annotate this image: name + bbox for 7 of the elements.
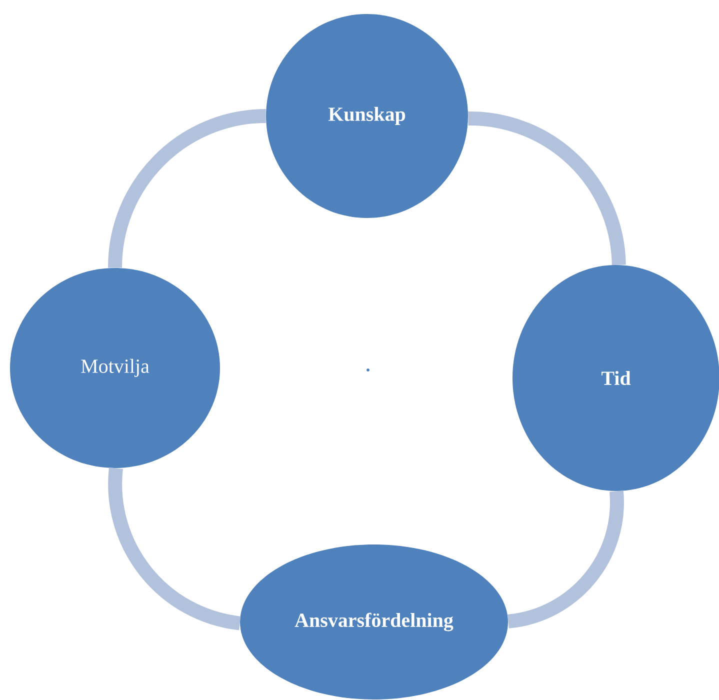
arc-connector	[507, 491, 624, 628]
arc-connector	[108, 109, 266, 268]
arc-connector	[108, 468, 242, 630]
arc-connector	[468, 112, 626, 266]
circle-node: Motvilja	[10, 268, 220, 468]
circle-node: Kunskap	[266, 14, 468, 218]
circle-node: Ansvarsfördelning	[240, 544, 508, 700]
